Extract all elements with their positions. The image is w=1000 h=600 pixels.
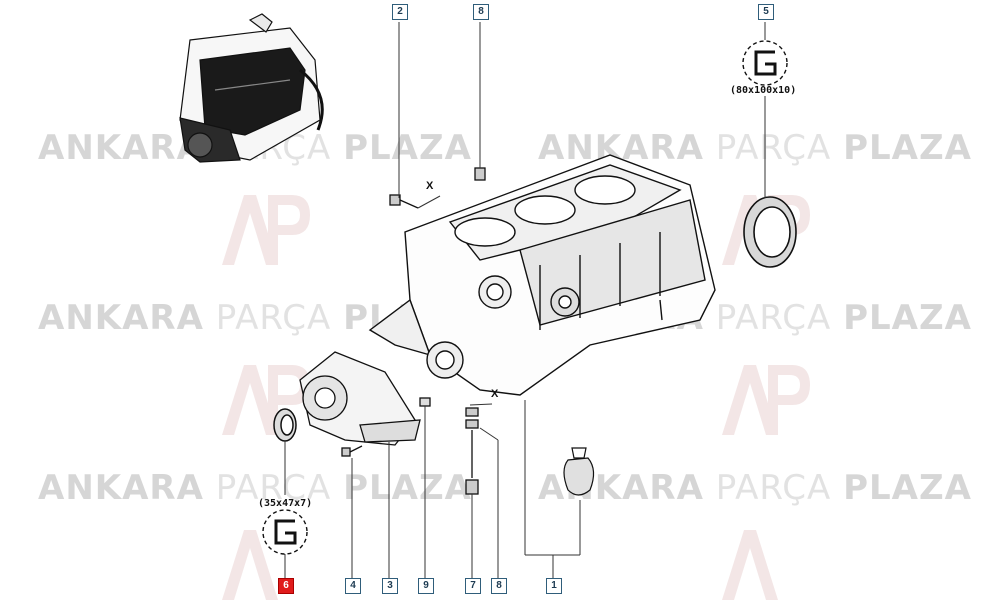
sealant-sachet-icon bbox=[563, 447, 595, 496]
large-seal-icon bbox=[743, 196, 797, 268]
engine-block-icon bbox=[368, 154, 716, 396]
watermark-row-3-left: ANKARA PARÇA PLAZA bbox=[38, 468, 472, 508]
callout-3[interactable]: 3 bbox=[382, 578, 398, 594]
callout-8-bottom[interactable]: 8 bbox=[491, 578, 507, 594]
small-seal-section-icon bbox=[262, 509, 308, 555]
front-cover-icon bbox=[299, 351, 421, 446]
leader-lines bbox=[284, 22, 766, 578]
large-seal-size-label: (80x100x10) bbox=[730, 85, 797, 96]
callout-1[interactable]: 1 bbox=[546, 578, 562, 594]
dowel-9-icon bbox=[419, 397, 431, 407]
plug-8-icon bbox=[474, 167, 486, 181]
stud-7-icon bbox=[465, 407, 479, 495]
callout-8-top[interactable]: 8 bbox=[473, 4, 489, 20]
callout-4[interactable]: 4 bbox=[345, 578, 361, 594]
small-seal-size-label: (35x47x7) bbox=[258, 498, 313, 509]
callout-9[interactable]: 9 bbox=[418, 578, 434, 594]
x-mark-bottom: X bbox=[491, 388, 499, 400]
callout-2[interactable]: 2 bbox=[392, 4, 408, 20]
small-seal-icon bbox=[273, 408, 297, 442]
engine-thumbnail-icon bbox=[179, 13, 324, 163]
callout-5[interactable]: 5 bbox=[758, 4, 774, 20]
callout-6[interactable]: 6 bbox=[278, 578, 294, 594]
bolt-4-icon bbox=[341, 445, 363, 457]
large-seal-section-icon bbox=[742, 40, 788, 86]
callout-7[interactable]: 7 bbox=[465, 578, 481, 594]
x-mark-top: X bbox=[426, 180, 434, 192]
bolt-2-icon bbox=[389, 194, 419, 209]
watermark-row-1-right: ANKARA PARÇA PLAZA bbox=[538, 128, 972, 168]
